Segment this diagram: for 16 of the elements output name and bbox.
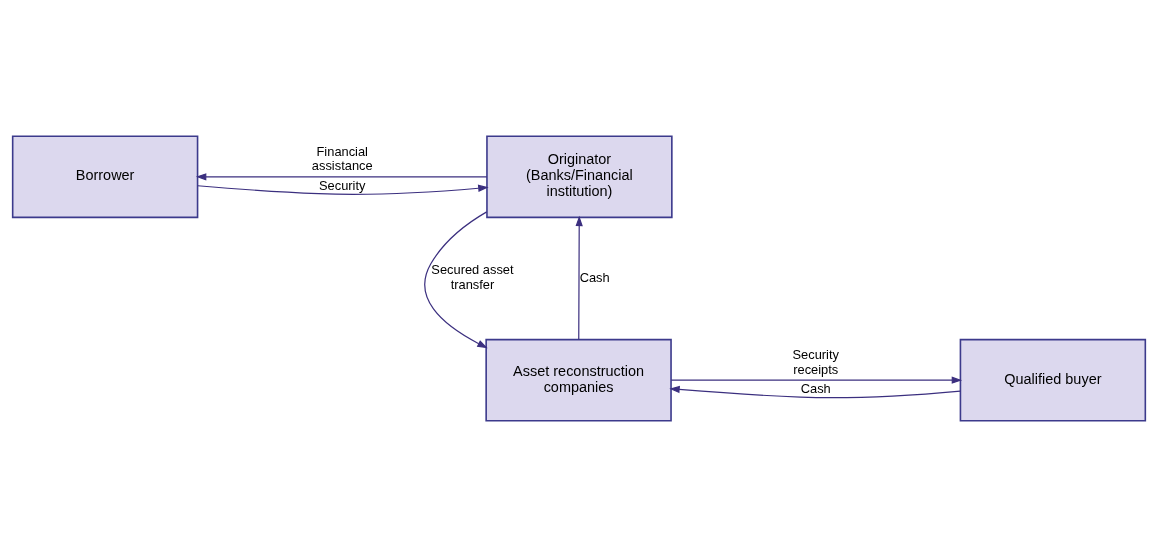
arrow [670,376,963,384]
edge-label: Security receipts [792,347,839,377]
node-box: Originator (Banks/Financial institution) [486,135,673,219]
edge-label: Financial assistance [311,143,373,174]
arrow [195,173,488,181]
edge-label: Security [319,177,366,193]
edge-label: Cash [800,380,831,396]
edge-label: Cash [579,269,610,285]
arrow [424,211,488,349]
arrow [669,385,961,399]
node-box: Qualified buyer [959,338,1147,422]
node-box: Asset reconstruction companies [485,338,672,422]
arrow [197,184,489,195]
node-box: Borrower [11,135,199,219]
arrow [575,215,583,340]
edge-label: Secured asset transfer [431,262,514,292]
